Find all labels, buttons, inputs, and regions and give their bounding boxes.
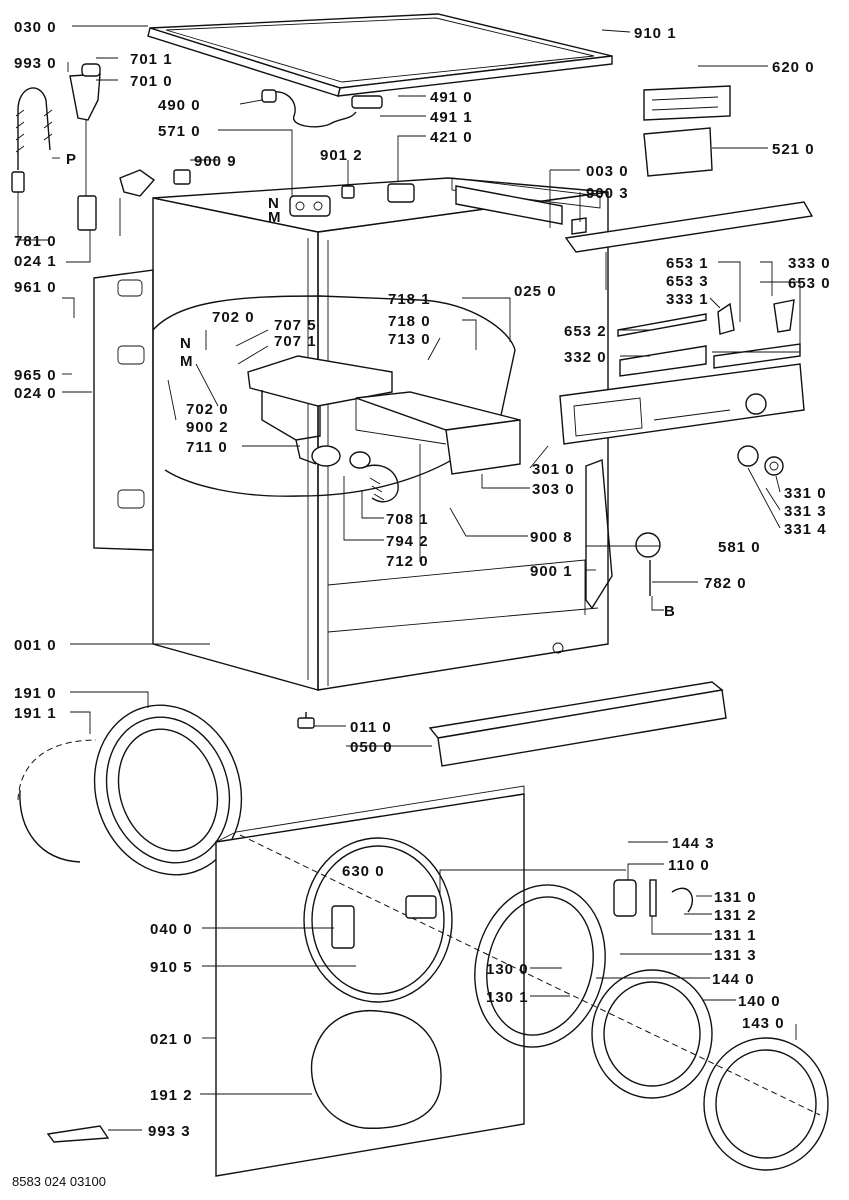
callout-900-2: 900 2 — [186, 419, 229, 436]
callout-708-1: 708 1 — [386, 511, 429, 528]
callout-993-3: 993 3 — [148, 1123, 191, 1140]
callout-140-0: 140 0 — [738, 993, 781, 1010]
callout-630-0: 630 0 — [342, 863, 385, 880]
callout-581-0: 581 0 — [718, 539, 761, 556]
callout-331-3: 331 3 — [784, 503, 827, 520]
callout-001-0: 001 0 — [14, 637, 57, 654]
top-cover — [147, 13, 613, 97]
callout-040-0: 040 0 — [150, 921, 193, 938]
callout-m-valve: M — [268, 209, 282, 226]
callout-653-3: 653 3 — [666, 273, 709, 290]
callout-333-0: 333 0 — [788, 255, 831, 272]
callout-030-0: 030 0 — [14, 19, 57, 36]
callout-n-valve: N — [268, 195, 280, 212]
callout-993-0: 993 0 — [14, 55, 57, 72]
callout-144-0: 144 0 — [712, 971, 755, 988]
back-panel — [93, 269, 154, 551]
dispenser-housing — [247, 355, 393, 467]
callout-131-3: 131 3 — [714, 947, 757, 964]
callout-900-9: 900 9 — [194, 153, 237, 170]
callout-900-8: 900 8 — [530, 529, 573, 546]
callout-143-0: 143 0 — [742, 1015, 785, 1032]
callout-653-2: 653 2 — [564, 323, 607, 340]
callout-718-0: 718 0 — [388, 313, 431, 330]
callout-050-0: 050 0 — [350, 739, 393, 756]
callout-144-3: 144 3 — [672, 835, 715, 852]
callout-191-1: 191 1 — [14, 705, 57, 722]
callout-718-1: 718 1 — [388, 291, 431, 308]
leader-lines — [17, 25, 801, 1131]
inlet-pipe — [17, 87, 51, 170]
callout-labels: 030 0 701 1 993 0 701 0 490 0 491 0 491 … — [14, 19, 831, 1140]
document-number: 8583 024 03100 — [12, 1174, 106, 1189]
callout-191-0: 191 0 — [14, 685, 57, 702]
callout-653-1: 653 1 — [666, 255, 709, 272]
callout-025-0: 025 0 — [514, 283, 557, 300]
callout-331-0: 331 0 — [784, 485, 827, 502]
callout-702-0-top: 702 0 — [212, 309, 255, 326]
callout-571-0: 571 0 — [158, 123, 201, 140]
callout-620-0: 620 0 — [772, 59, 815, 76]
callout-707-5: 707 5 — [274, 317, 317, 334]
callout-303-0: 303 0 — [532, 481, 575, 498]
callout-781-0: 781 0 — [14, 233, 57, 250]
callout-130-1: 130 1 — [486, 989, 529, 1006]
callout-491-0: 491 0 — [430, 89, 473, 106]
callout-p: P — [66, 151, 77, 168]
callout-191-2: 191 2 — [150, 1087, 193, 1104]
callout-011-0: 011 0 — [350, 719, 392, 736]
door-frame — [474, 884, 606, 1048]
inlet-valves — [289, 195, 331, 217]
callout-331-4: 331 4 — [784, 521, 827, 538]
door-seal — [17, 704, 243, 876]
callout-702-0-bottom: 702 0 — [186, 401, 229, 418]
callout-961-0: 961 0 — [14, 279, 57, 296]
callout-794-2: 794 2 — [386, 533, 429, 550]
detergent-drawer — [355, 391, 521, 475]
front-panel — [215, 785, 821, 1177]
callout-n-pipe: N — [180, 335, 192, 352]
callout-333-1: 333 1 — [666, 291, 709, 308]
callout-712-0: 712 0 — [386, 553, 429, 570]
kick-plate — [428, 681, 727, 767]
callout-713-0: 713 0 — [388, 331, 431, 348]
callout-131-2: 131 2 — [714, 907, 757, 924]
callout-024-1: 024 1 — [14, 253, 57, 270]
control-panel — [559, 363, 805, 445]
callout-131-1: 131 1 — [714, 927, 757, 944]
callout-711-0: 711 0 — [186, 439, 228, 456]
callout-910-5: 910 5 — [150, 959, 193, 976]
callout-900-1: 900 1 — [530, 563, 573, 580]
callout-707-1: 707 1 — [274, 333, 317, 350]
callout-965-0: 965 0 — [14, 367, 57, 384]
electronic-board — [643, 85, 731, 177]
callout-521-0: 521 0 — [772, 141, 815, 158]
parts-artwork — [11, 13, 829, 1177]
callout-490-0: 490 0 — [158, 97, 201, 114]
callout-301-0: 301 0 — [532, 461, 575, 478]
mains-cable — [261, 91, 357, 128]
callout-491-1: 491 1 — [430, 109, 473, 126]
callout-900-3: 900 3 — [586, 185, 629, 202]
callout-131-0: 131 0 — [714, 889, 757, 906]
callout-782-0: 782 0 — [704, 575, 747, 592]
hose-bellows — [349, 451, 399, 503]
callout-130-0: 130 0 — [486, 961, 529, 978]
callout-003-0: 003 0 — [586, 163, 629, 180]
callout-b: B — [664, 603, 676, 620]
callout-901-2: 901 2 — [320, 147, 363, 164]
callout-701-0: 701 0 — [130, 73, 173, 90]
callout-332-0: 332 0 — [564, 349, 607, 366]
callout-m-pipe: M — [180, 353, 194, 370]
callout-910-1: 910 1 — [634, 25, 677, 42]
callout-653-0: 653 0 — [788, 275, 831, 292]
callout-110-0: 110 0 — [668, 857, 710, 874]
callout-021-0: 021 0 — [150, 1031, 193, 1048]
callout-701-1: 701 1 — [130, 51, 173, 68]
callout-024-0: 024 0 — [14, 385, 57, 402]
callout-421-0: 421 0 — [430, 129, 473, 146]
